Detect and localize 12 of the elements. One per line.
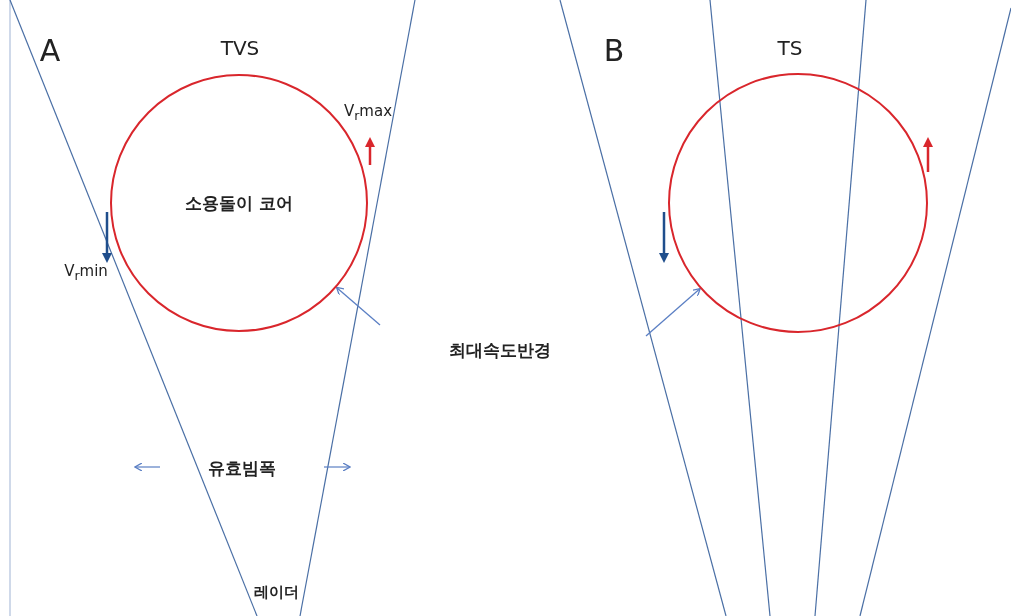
panel-title: TVS: [219, 36, 261, 60]
vortex-core-circle: [668, 73, 928, 333]
panel-letter: A: [38, 32, 62, 68]
radius-label: 최대속도반경: [448, 338, 552, 362]
panel-title: TS: [776, 36, 804, 60]
leader-line: [645, 287, 701, 337]
leader-line: [335, 286, 381, 326]
circle-label: 소용돌이 코어: [185, 191, 293, 215]
radar-label: 레이더: [252, 582, 300, 602]
velocity-label: V$_{r}$max: [342, 101, 394, 123]
velocity-label: V$_{r}$min: [63, 261, 109, 283]
panel-letter: B: [602, 32, 626, 68]
